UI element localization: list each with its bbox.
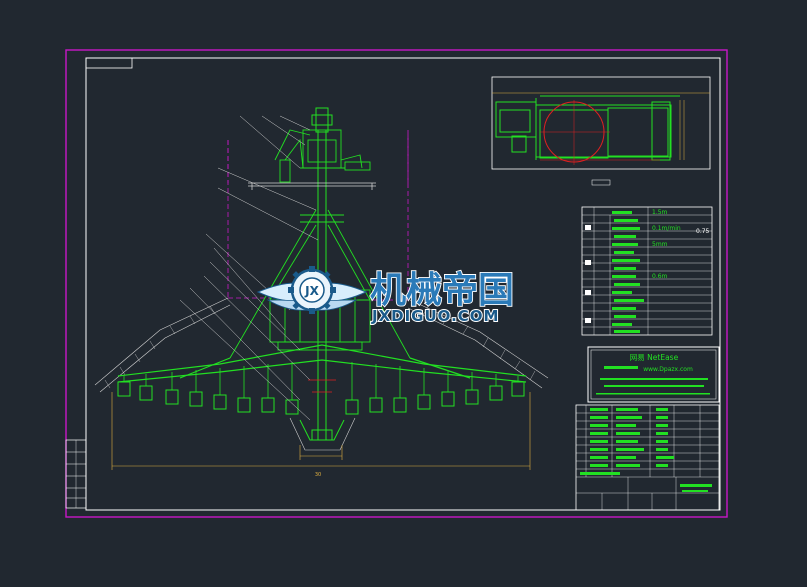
left-binding-strip: [65, 439, 87, 509]
watermark-en: JXDIGUO.COM: [371, 307, 499, 325]
watermark-logo: JX 机械帝国 JXDIGUO.COM: [256, 266, 515, 326]
netease-stamp: 网易 NetEase www.Dpazx.com: [587, 346, 720, 403]
watermark-cn: 机械帝国: [370, 270, 514, 311]
param-value-4: 0.6m: [652, 273, 668, 280]
param-value-2: 0.1m/min: [652, 225, 681, 232]
netease-url: www.Dpazx.com: [643, 366, 693, 373]
dim-label-overall: 30: [315, 472, 321, 478]
title-block: [575, 404, 720, 511]
leader-lines: [179, 115, 319, 421]
plan-view: [491, 76, 711, 186]
inner-border: [85, 57, 721, 511]
param-value-1: 1.5m: [652, 209, 668, 216]
param-value-5: 0.75: [696, 228, 710, 235]
parameter-table: 1.5m 0.1m/min 5mm 0.6m 0.75: [581, 206, 713, 336]
outer-frame: [65, 49, 728, 518]
rake-blades: [117, 381, 525, 415]
corner-tag: [85, 57, 133, 69]
dimension-lines: [111, 392, 531, 470]
netease-title: 网易 NetEase: [630, 353, 679, 362]
svg-text:JX: JX: [304, 284, 319, 298]
main-assembly-view: 30: [94, 107, 549, 478]
param-value-3: 5mm: [652, 241, 668, 248]
